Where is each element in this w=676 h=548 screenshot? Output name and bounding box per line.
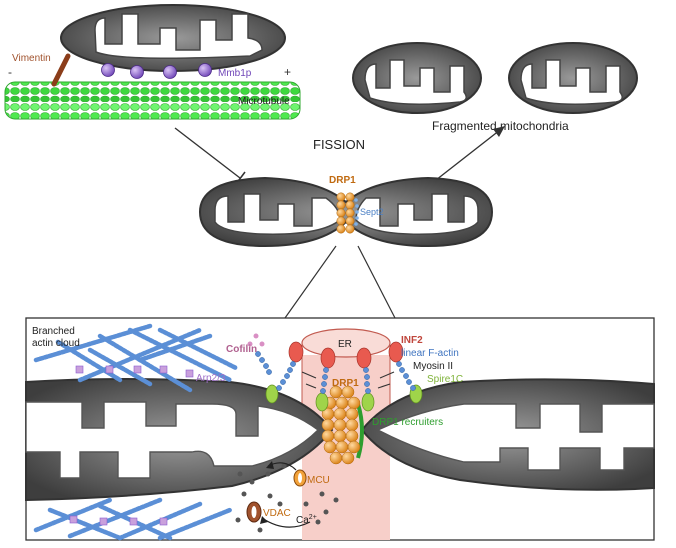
sept2-label: Sept2 <box>360 207 384 217</box>
activation-arrow <box>435 126 505 181</box>
vimentin-label: Vimentin <box>12 53 51 64</box>
mcu-label: MCU <box>307 475 330 486</box>
mmb1p-proteins <box>101 63 212 79</box>
inf2-label: INF2 <box>401 335 423 346</box>
microtubule-label: Microtubule <box>238 96 290 107</box>
myosin-ii <box>301 371 395 389</box>
inhibition-arrow <box>174 127 246 185</box>
fission-label: FISSION <box>313 137 365 152</box>
calcium-label: Ca2+ <box>296 514 317 526</box>
top-left-mitochondrion <box>60 4 286 72</box>
cofilin-label: Cofilin <box>226 344 257 355</box>
minus-end-label: - <box>8 65 12 79</box>
branched-label-line2: actin cloud <box>32 338 80 349</box>
branched-actin-cloud <box>33 323 239 393</box>
zoom-line-left <box>284 245 337 319</box>
spire1c-proteins <box>265 384 423 412</box>
vdac-label: VDAC <box>263 508 291 519</box>
zoom-line-right <box>357 245 396 319</box>
drp1-ring-small <box>336 192 355 234</box>
arp23-lower <box>69 515 168 526</box>
drp1-recruiters-label: DRP1 recruiters <box>372 417 443 428</box>
linear-factin <box>255 351 416 394</box>
arp23-label: Arp2/3 <box>196 373 226 384</box>
fragmented-mitochondrion-1 <box>352 42 482 114</box>
inset-panel <box>25 317 655 541</box>
linear-factin-label: linear F-actin <box>401 348 459 359</box>
drp1-bottom-label: DRP1 <box>332 378 359 389</box>
calcium-ions <box>235 463 339 533</box>
inf2-proteins <box>288 341 404 369</box>
vdac-channel <box>246 501 262 523</box>
mmb1p-label: Mmb1p <box>218 68 252 79</box>
spire1c-label: Spire1C <box>427 374 463 385</box>
mcu-channel <box>293 469 307 487</box>
plus-end-label: + <box>284 65 291 79</box>
branched-label-line1: Branched <box>32 326 75 337</box>
arp23-complexes <box>75 365 194 378</box>
vimentin-filament <box>51 53 71 87</box>
er-label: ER <box>338 339 352 350</box>
drp1-recruiters-band <box>356 403 364 459</box>
sept2-dots <box>354 198 359 226</box>
cofilin-dots <box>247 333 265 347</box>
drp1-top-label: DRP1 <box>329 175 356 186</box>
fragmented-mitochondrion-2 <box>508 42 638 114</box>
fragmented-label: Fragmented mitochondria <box>432 119 569 133</box>
microtubule <box>4 81 301 120</box>
myosin-label: Myosin II <box>413 361 453 372</box>
drp1-cluster <box>321 385 361 465</box>
